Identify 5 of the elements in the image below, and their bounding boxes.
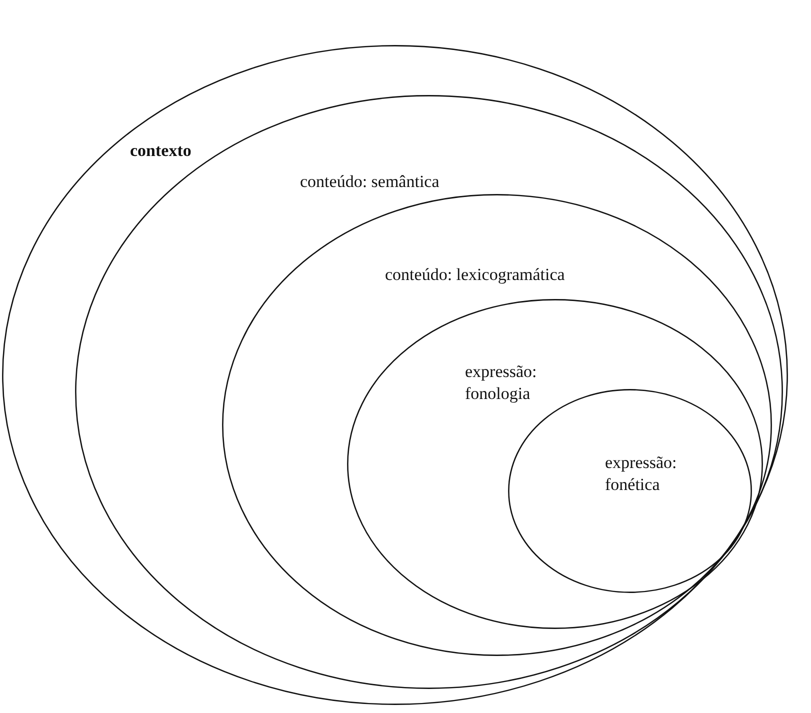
region-label: expressão: fonética — [605, 452, 678, 496]
region-label: conteúdo: semântica — [300, 171, 440, 193]
region-label: expressão: fonologia — [465, 361, 538, 405]
region-label: contexto — [130, 140, 192, 162]
region-label: conteúdo: lexicogramática — [385, 264, 566, 286]
